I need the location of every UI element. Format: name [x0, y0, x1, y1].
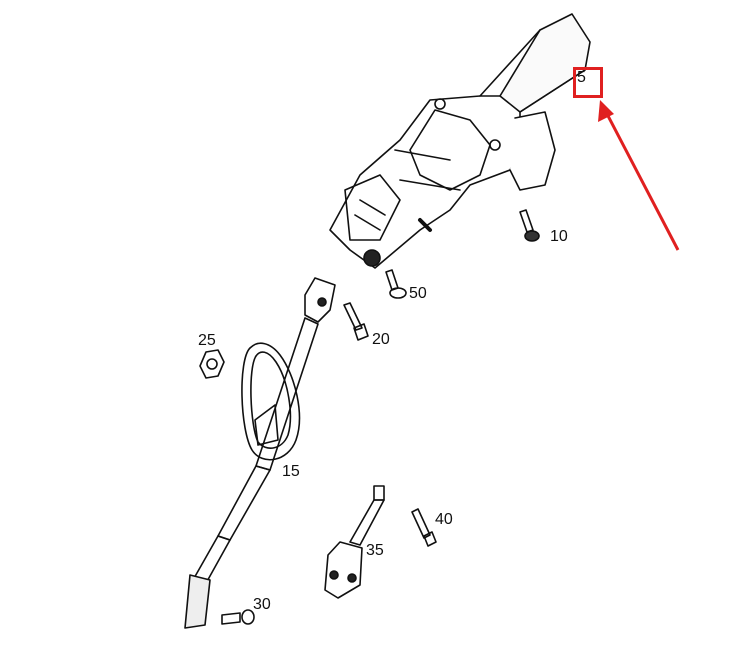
part-50-bolt — [385, 269, 407, 299]
part-20-bolt — [343, 302, 369, 341]
part-label-15: 15 — [282, 463, 300, 480]
part-label-25: 25 — [198, 332, 216, 349]
part-15-intermediate-shaft — [184, 277, 336, 629]
part-label-40: 40 — [435, 511, 453, 528]
part-label-5: 5 — [577, 69, 586, 86]
part-35-joint-shaft — [324, 485, 385, 599]
part-label-35: 35 — [366, 542, 384, 559]
part-label-10: 10 — [550, 228, 568, 245]
part-10-bolt — [519, 209, 540, 242]
callout-arrow — [598, 100, 680, 251]
highlight-box-part-5 — [573, 67, 603, 98]
part-40-bolt — [411, 508, 437, 547]
part-5-steering-column — [329, 13, 591, 269]
part-label-30: 30 — [253, 596, 271, 613]
part-25-nut — [199, 349, 225, 379]
part-label-50: 50 — [409, 285, 427, 302]
part-label-20: 20 — [372, 331, 390, 348]
part-30-bolt — [221, 609, 255, 625]
